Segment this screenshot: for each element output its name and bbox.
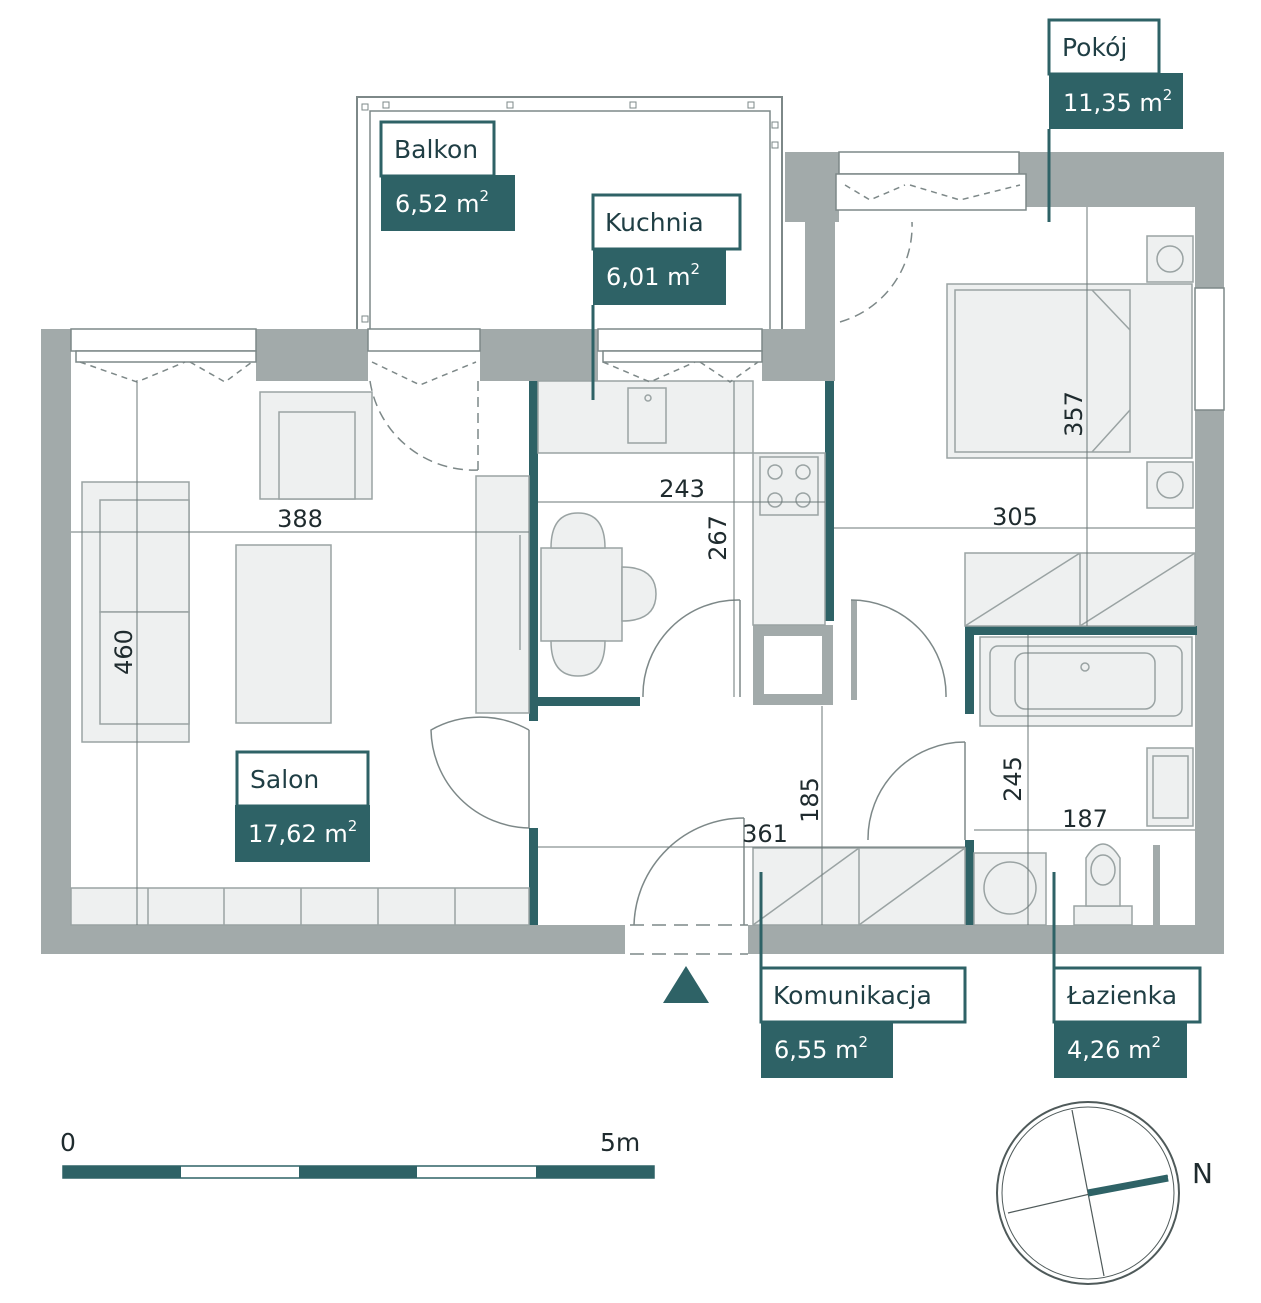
room-area-pokoj: 11,35 m2: [1063, 86, 1172, 117]
room-name-salon: Salon: [250, 765, 319, 794]
room-area-lazienka: 4,26 m2: [1067, 1033, 1161, 1064]
dimension-243: 243: [659, 475, 705, 503]
north-arrow-icon: N: [996, 1101, 1213, 1285]
north-label: N: [1192, 1157, 1213, 1190]
room-name-balkon: Balkon: [394, 135, 478, 164]
room-tag-balkon: Balkon 6,52 m2: [379, 120, 515, 231]
room-tag-komunikacja: Komunikacja 6,55 m2: [759, 872, 967, 1078]
scale-start-label: 0: [60, 1128, 76, 1157]
exterior-walls: [41, 152, 1224, 954]
room-name-pokoj: Pokój: [1062, 33, 1127, 62]
dimension-388: 388: [277, 505, 323, 533]
room-tag-pokoj: Pokój 11,35 m2: [1047, 18, 1183, 222]
room-tag-lazienka: Łazienka 4,26 m2: [1052, 872, 1202, 1078]
room-tag-kuchnia: Kuchnia 6,01 m2: [591, 193, 742, 400]
dimension-245: 245: [999, 756, 1027, 802]
room-area-kuchnia: 6,01 m2: [606, 260, 700, 291]
windows: [70, 151, 1225, 411]
dimension-460: 460: [110, 629, 138, 675]
room-area-salon: 17,62 m2: [248, 817, 357, 848]
furniture: [70, 235, 1196, 926]
scale-end-label: 5m: [600, 1128, 640, 1157]
dimension-357: 357: [1060, 391, 1088, 437]
room-name-kuchnia: Kuchnia: [605, 208, 704, 237]
entrance-triangle-icon: [663, 966, 709, 1003]
dimension-185: 185: [796, 777, 824, 823]
dimension-267: 267: [704, 515, 732, 561]
room-name-lazienka: Łazienka: [1066, 981, 1177, 1010]
dimension-187: 187: [1062, 805, 1108, 833]
dimension-lines: [71, 207, 1195, 925]
scale-bar: 0 5m: [60, 1128, 655, 1179]
dimension-305: 305: [992, 503, 1038, 531]
room-name-komunikacja: Komunikacja: [773, 981, 932, 1010]
shaft: [764, 636, 822, 694]
room-area-komunikacja: 6,55 m2: [774, 1033, 868, 1064]
interior-walls: [529, 381, 1197, 925]
room-area-balkon: 6,52 m2: [395, 187, 489, 218]
door-swings: [79, 184, 1021, 955]
room-tag-salon: Salon 17,62 m2: [235, 750, 370, 862]
dimension-361: 361: [742, 820, 788, 848]
